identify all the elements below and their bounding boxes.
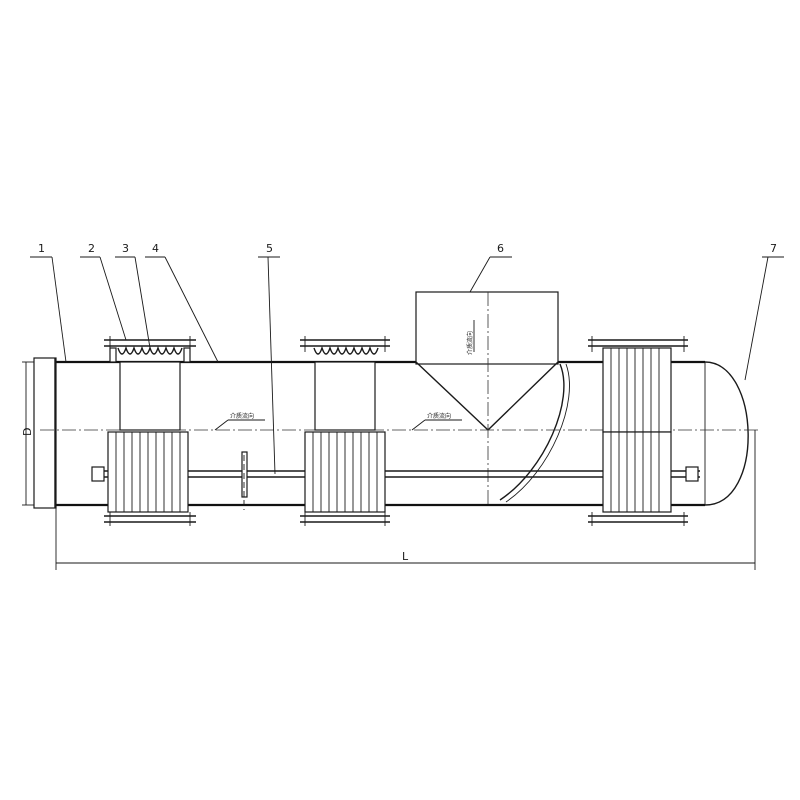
part-label-4: 4 (152, 242, 159, 255)
flow-note-3: 介质流向 (466, 320, 475, 355)
tie-rod (91, 451, 700, 510)
leader-lines (30, 256, 784, 475)
bolts (109, 336, 685, 526)
bellows-unit-2 (300, 339, 390, 523)
flow-note-1: 介质流向 (214, 412, 265, 431)
part-label-3: 3 (122, 242, 129, 255)
part-label-2: 2 (88, 242, 95, 255)
part-label-6: 6 (497, 242, 504, 255)
part-label-1: 1 (38, 242, 45, 255)
flow-note-2: 介质流向 (411, 412, 462, 431)
dished-head (704, 361, 749, 506)
dimension-d: D (21, 361, 34, 506)
dimension-l: L (55, 430, 756, 570)
flow-direction-label-1: 介质流向 (230, 412, 254, 420)
part-label-7: 7 (770, 242, 777, 255)
dimension-d-label: D (21, 428, 34, 436)
bellows-unit-3 (588, 339, 688, 523)
part-label-5: 5 (266, 242, 273, 255)
flow-direction-label-3: 介质流向 (466, 331, 474, 355)
dimension-l-label: L (402, 550, 409, 563)
bellows-unit-1 (104, 339, 196, 523)
flow-direction-label-2: 介质流向 (427, 412, 451, 420)
branch-pipe (415, 291, 570, 505)
